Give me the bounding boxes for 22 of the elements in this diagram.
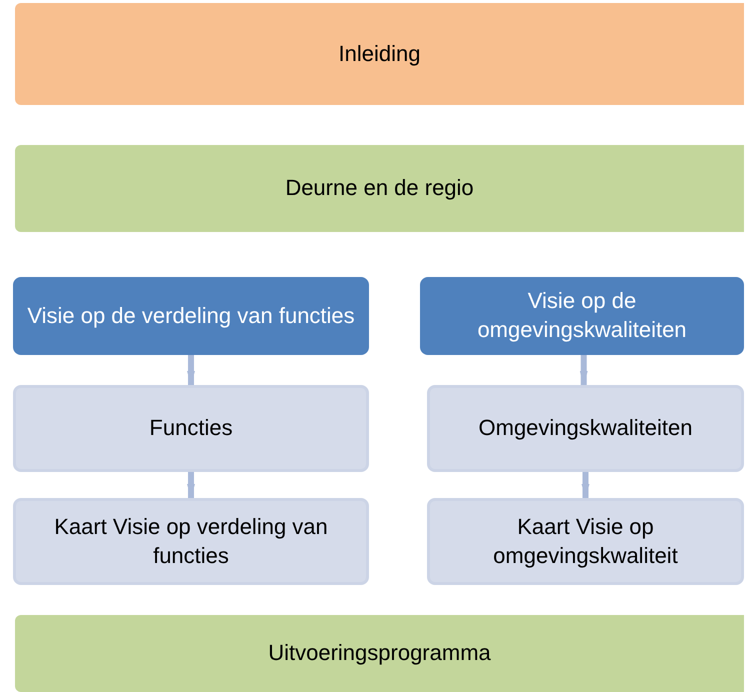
content-box bbox=[427, 385, 744, 472]
arrow bbox=[582, 472, 590, 498]
arrow bbox=[580, 355, 588, 385]
section-bar bbox=[15, 615, 744, 692]
arrow bbox=[187, 355, 195, 385]
box-label: Visie op de omgevingskwaliteiten bbox=[476, 287, 688, 344]
section-bar bbox=[15, 145, 744, 232]
box-label: Omgevingskwaliteiten bbox=[478, 414, 692, 442]
section-bar bbox=[15, 3, 744, 105]
content-box bbox=[427, 498, 744, 585]
box-label: Visie op de verdeling van functies bbox=[27, 302, 355, 330]
box-label: Inleiding bbox=[338, 40, 420, 68]
arrow bbox=[187, 472, 195, 498]
box-label: Kaart Visie op omgevingskwaliteit bbox=[492, 512, 679, 570]
heading-box bbox=[13, 277, 369, 355]
content-box bbox=[13, 498, 369, 585]
box-label: Functies bbox=[149, 414, 233, 442]
box-label: Kaart Visie op verdeling van functies bbox=[53, 512, 329, 570]
heading-box bbox=[420, 277, 744, 355]
box-label: Uitvoeringsprogramma bbox=[268, 639, 491, 668]
box-label: Deurne en de regio bbox=[285, 174, 474, 202]
content-box bbox=[13, 385, 369, 472]
